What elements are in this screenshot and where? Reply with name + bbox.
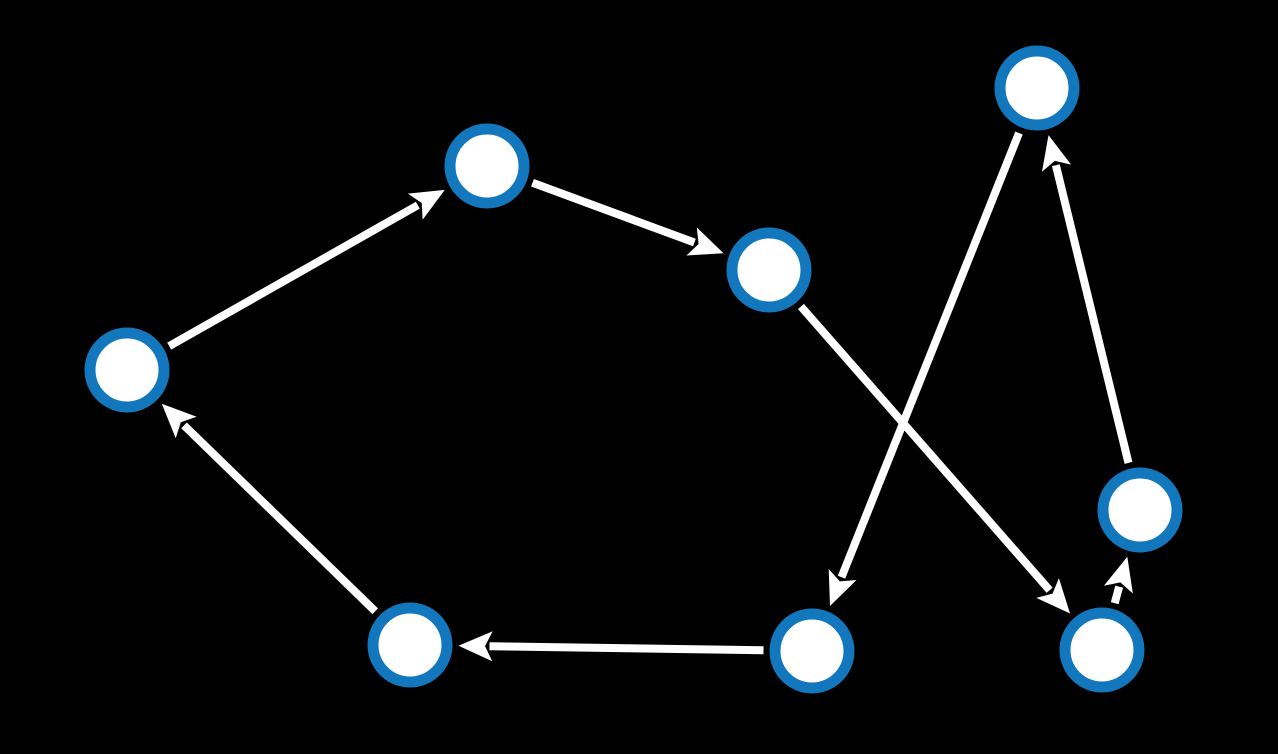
graph-edge-n3-to-n6 [797, 303, 1053, 593]
graph-node-n5[interactable] [1097, 467, 1183, 553]
graph-node-n6[interactable] [1059, 607, 1145, 693]
graph-edge-n1-to-n2 [167, 201, 420, 350]
graph-node-n4[interactable] [994, 45, 1080, 131]
graph-edge-n2-to-n3 [531, 179, 696, 247]
arrowhead-icon-n3-to-n6 [1036, 578, 1071, 614]
graph-edge-n6-to-n5 [1110, 585, 1124, 605]
graph-node-n1[interactable] [84, 327, 170, 413]
node-circle-n4[interactable] [994, 45, 1080, 131]
node-layer [84, 45, 1183, 694]
graph-node-n3[interactable] [726, 227, 812, 313]
node-circle-n5[interactable] [1097, 467, 1183, 553]
graph-edge-n5-to-n4 [1051, 164, 1133, 464]
arrowhead-icon-n1-to-n2 [407, 189, 445, 220]
arrowhead-icon-n2-to-n3 [686, 227, 724, 256]
node-circle-n1[interactable] [84, 327, 170, 413]
arrowhead-icon-n7-to-n8 [458, 631, 493, 662]
node-circle-n2[interactable] [444, 123, 530, 209]
arrowhead-icon-n4-to-n7 [828, 568, 857, 606]
graph-node-n2[interactable] [444, 123, 530, 209]
graph-edge-n8-to-n1 [181, 422, 379, 615]
edge-layer [161, 131, 1133, 662]
node-circle-n8[interactable] [367, 602, 453, 688]
node-circle-n7[interactable] [769, 608, 855, 694]
graph-edge-n4-to-n7 [837, 131, 1023, 579]
graph-node-n8[interactable] [367, 602, 453, 688]
graph-node-n7[interactable] [769, 608, 855, 694]
graph-edge-n7-to-n8 [489, 642, 764, 655]
node-circle-n3[interactable] [726, 227, 812, 313]
arrowhead-icon-n6-to-n5 [1103, 556, 1133, 594]
arrowhead-icon-n8-to-n1 [161, 403, 197, 439]
node-circle-n6[interactable] [1059, 607, 1145, 693]
arrowhead-icon-n5-to-n4 [1041, 135, 1072, 172]
